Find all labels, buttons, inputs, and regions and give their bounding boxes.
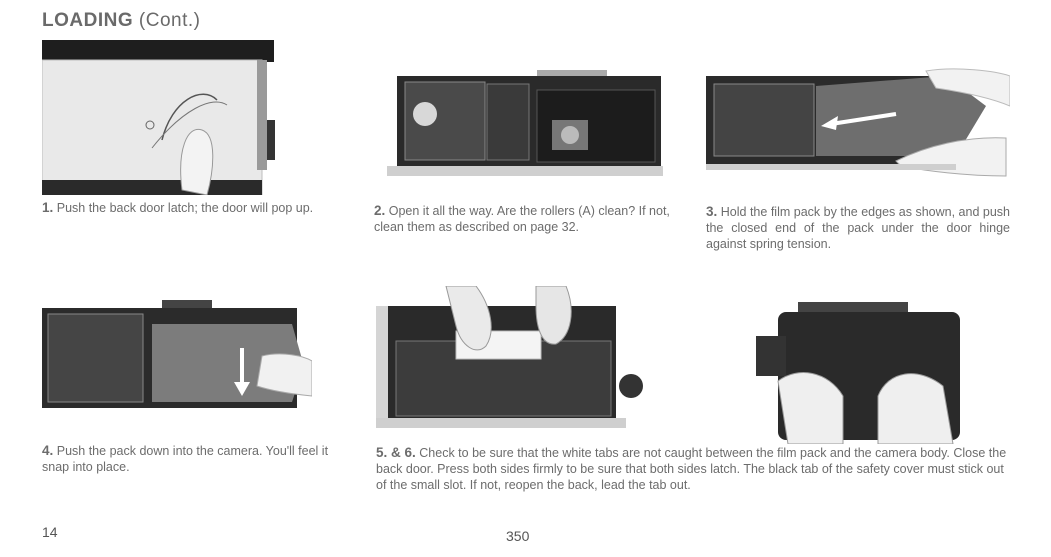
title-main: LOADING xyxy=(42,10,134,31)
step-5-6-text: Check to be sure that the white tabs are… xyxy=(376,446,1007,492)
photo-step-5 xyxy=(376,286,656,436)
photo-step-3 xyxy=(706,66,1010,191)
caption-step-4: 4. Push the pack down into the camera. Y… xyxy=(42,443,347,475)
step-2-number: 2. xyxy=(374,203,386,218)
page-number-center: 350 xyxy=(506,528,530,544)
step-3-number: 3. xyxy=(706,204,718,219)
page-title: LOADING (Cont.) xyxy=(42,10,200,32)
caption-step-2: 2. Open it all the way. Are the rollers … xyxy=(374,203,692,235)
photo-step-2 xyxy=(387,62,663,194)
step-1-text: Push the back door latch; the door will … xyxy=(56,201,314,215)
page-number-left: 14 xyxy=(42,524,58,540)
step-4-number: 4. xyxy=(42,443,54,458)
step-5-6-number: 5. & 6. xyxy=(376,445,416,460)
caption-step-3: 3. Hold the film pack by the edges as sh… xyxy=(706,204,1010,252)
photo-step-1 xyxy=(42,40,277,195)
photo-step-4 xyxy=(42,296,312,414)
caption-step-1: 1. Push the back door latch; the door wi… xyxy=(42,200,362,216)
step-2-text: Open it all the way. Are the rollers (A)… xyxy=(374,204,670,234)
step-3-text: Hold the film pack by the edges as shown… xyxy=(706,205,1010,251)
step-1-number: 1. xyxy=(42,200,54,215)
photo-step-6 xyxy=(748,296,973,444)
caption-step-5-6: 5. & 6. Check to be sure that the white … xyxy=(376,445,1012,493)
step-4-text: Push the pack down into the camera. You'… xyxy=(42,444,329,474)
title-cont: (Cont.) xyxy=(138,10,201,31)
